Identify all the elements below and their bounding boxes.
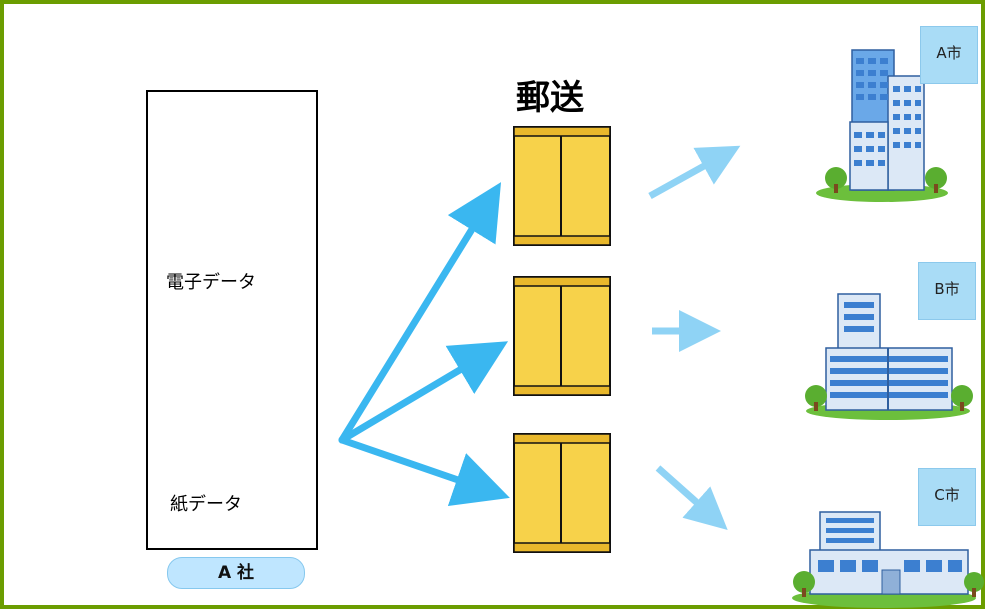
city-c-badge: C市	[918, 468, 976, 526]
arrow-to-envelope-2	[338, 341, 509, 444]
company-name-badge: A 社	[167, 557, 305, 589]
mail-label: 郵送	[516, 78, 584, 118]
arrow-to-envelope-3	[338, 436, 510, 507]
arrow-to-city-c	[655, 465, 728, 530]
city-hall-a-icon	[816, 49, 948, 202]
city-a-badge: A市	[920, 26, 978, 84]
city-hall-b-icon	[805, 293, 973, 420]
arrow-to-city-a	[648, 145, 741, 200]
arrow-to-envelope-1	[338, 182, 502, 444]
deliver-arrows	[648, 145, 741, 530]
electronic-data-label: 電子データ	[166, 272, 256, 293]
envelope-icon-2	[513, 276, 611, 396]
envelope-icon-1	[513, 126, 611, 246]
company-a-box	[146, 90, 318, 550]
paper-data-label: 紙データ	[170, 494, 242, 515]
city-b-badge: B市	[918, 262, 976, 320]
send-arrows	[338, 182, 510, 507]
envelope-icon-3	[513, 433, 611, 553]
city-hall-c-icon	[792, 511, 984, 608]
